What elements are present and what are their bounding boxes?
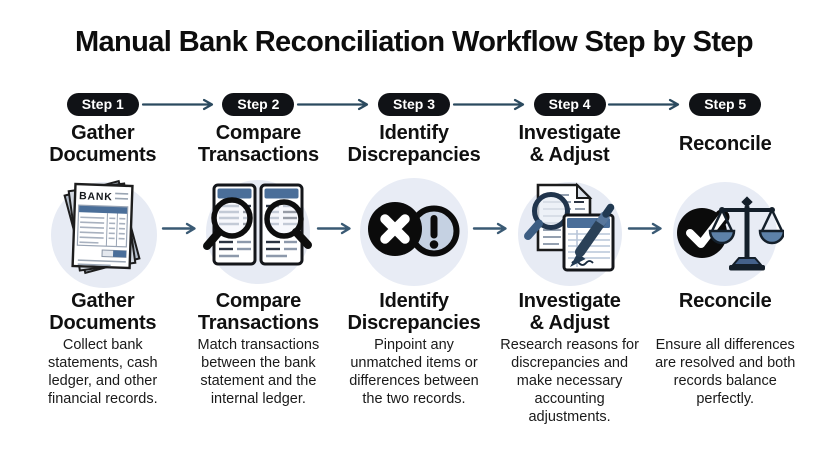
step-4-title-lower: Investigate & Adjust: [518, 290, 621, 334]
step-3-title-lower: Identify Discrepancies: [347, 290, 481, 334]
magnifier-ledger-pen-icon: [517, 182, 622, 286]
flow-arrow-icon: [316, 222, 356, 235]
svg-text:BANK: BANK: [79, 190, 113, 203]
checkmark-balance-scale-icon: [673, 182, 785, 286]
flow-arrow-icon: [161, 222, 201, 235]
step-1-description: Collect bank statements, cash ledger, an…: [47, 337, 158, 407]
step-1-badge: Step 1: [66, 93, 139, 116]
step-5-title-lower: Reconcile: [678, 290, 772, 312]
step-icons-row: BANK: [0, 172, 828, 290]
step-3-description: Pinpoint any unmatched items or differen…: [349, 337, 479, 407]
flow-arrow-icon: [296, 98, 376, 111]
step-2-description: Match transactions between the bank stat…: [197, 337, 320, 407]
step-5-badge: Step 5: [689, 93, 762, 116]
step-3-title: Identify Discrepancies: [347, 122, 481, 166]
bank-statements-stack-icon: BANK: [50, 179, 157, 288]
step-5-title: Reconcile: [678, 133, 772, 156]
step-4-badge: Step 4: [533, 93, 606, 116]
step-titles-upper-row: Gather Documents Compare Transactions Id…: [0, 122, 828, 168]
step-titles-lower-row: Gather Documents Compare Transactions Id…: [0, 290, 828, 334]
step-2-title-lower: Compare Transactions: [197, 290, 319, 334]
cross-exclamation-icon: [359, 178, 468, 286]
step-descriptions-row: Collect bank statements, cash ledger, an…: [0, 337, 828, 427]
step-1-title-lower: Gather Documents: [49, 290, 157, 334]
step-1-title: Gather Documents: [49, 122, 157, 166]
flow-arrow-icon: [141, 98, 221, 111]
step-5-description: Ensure all differences are resolved and …: [655, 337, 796, 407]
step-3-badge: Step 3: [377, 93, 450, 116]
flow-arrow-icon: [452, 98, 532, 111]
flow-arrow-icon: [472, 222, 512, 235]
step-4-title: Investigate & Adjust: [518, 122, 621, 166]
page-title: Manual Bank Reconciliation Workflow Step…: [74, 26, 754, 58]
step-2-title: Compare Transactions: [197, 122, 319, 166]
flow-arrow-icon: [607, 98, 687, 111]
step-4-description: Research reasons for discrepancies and m…: [500, 337, 639, 425]
step-2-badge: Step 2: [222, 93, 295, 116]
step-badges-row: Step 1 Step 2 Step 3 Step 4 Step 5: [0, 91, 828, 118]
flow-arrow-icon: [627, 222, 667, 235]
magnifier-documents-compare-icon: [203, 180, 313, 284]
